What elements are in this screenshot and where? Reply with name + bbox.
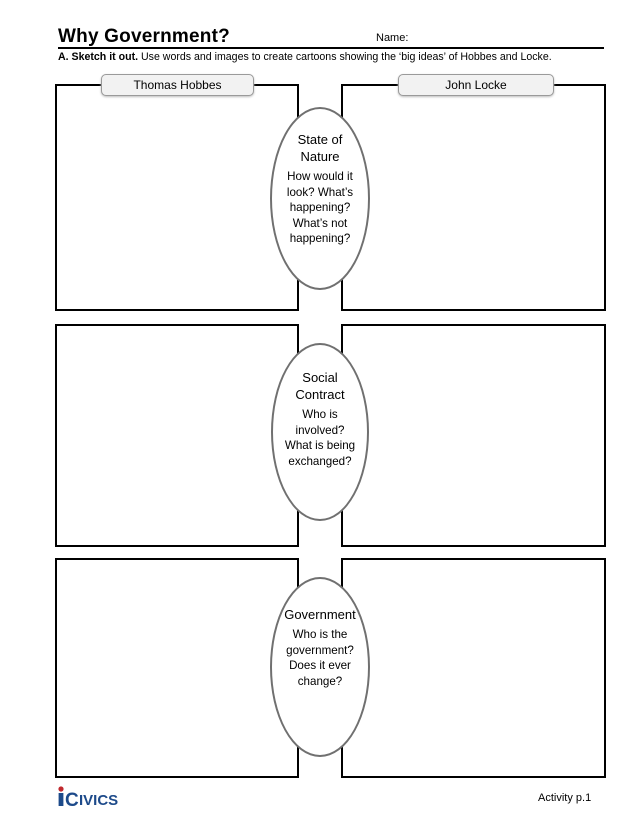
government-ellipse: Government Who is the government? Does i… bbox=[270, 577, 370, 757]
locke-government-box[interactable] bbox=[341, 558, 606, 778]
locke-state-of-nature-box[interactable] bbox=[341, 84, 606, 311]
svg-text:IVICS: IVICS bbox=[79, 792, 118, 808]
instructions: A. Sketch it out. Use words and images t… bbox=[58, 51, 552, 63]
ellipse-title: Government bbox=[284, 607, 356, 622]
ellipse-prompt: How would it look? What’s happening? Wha… bbox=[286, 170, 354, 245]
hobbes-government-box[interactable] bbox=[55, 558, 299, 778]
instructions-text: Use words and images to create cartoons … bbox=[138, 51, 552, 63]
svg-text:C: C bbox=[65, 790, 79, 808]
ellipse-prompt: Who is involved? What is being exchanged… bbox=[284, 408, 356, 468]
icivics-logo-icon: C IVICS bbox=[58, 786, 118, 811]
instructions-bold: A. Sketch it out. bbox=[58, 51, 139, 63]
column-label-hobbes: Thomas Hobbes bbox=[101, 74, 254, 96]
ellipse-title: State of Nature bbox=[297, 132, 343, 164]
column-label-locke: John Locke bbox=[398, 74, 554, 96]
header-rule bbox=[58, 47, 604, 49]
ellipse-prompt: Who is the government? Does it ever chan… bbox=[286, 628, 354, 688]
ellipse-title: Social Contract bbox=[295, 370, 345, 402]
social-contract-ellipse: Social Contract Who is involved? What is… bbox=[271, 343, 369, 521]
name-label: Name: bbox=[376, 32, 409, 44]
state-of-nature-ellipse: State of Nature How would it look? What’… bbox=[270, 107, 370, 290]
hobbes-social-contract-box[interactable] bbox=[55, 324, 299, 547]
hobbes-state-of-nature-box[interactable] bbox=[55, 84, 299, 311]
icivics-logo: C IVICS bbox=[57, 786, 137, 813]
page-title: Why Government? bbox=[58, 26, 230, 47]
locke-social-contract-box[interactable] bbox=[341, 324, 606, 547]
activity-page-number: Activity p.1 bbox=[538, 792, 592, 804]
